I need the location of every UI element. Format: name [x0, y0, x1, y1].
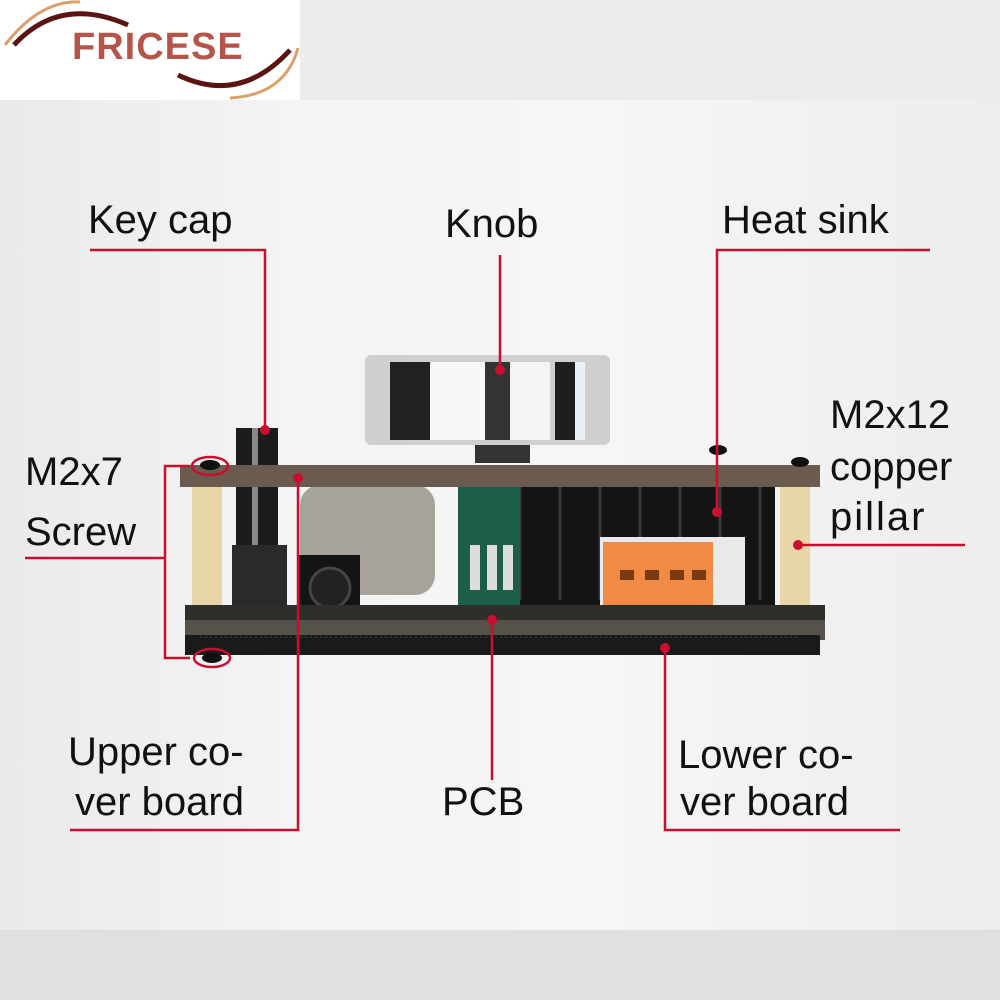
label-m2x7: M2x7	[25, 450, 123, 494]
brand-logo: FRICESE	[0, 0, 300, 100]
label-pillar: pillar	[830, 495, 927, 539]
label-knob: Knob	[445, 202, 539, 246]
switch	[232, 545, 287, 610]
label-upper-line1: Upper co-	[68, 730, 244, 774]
label-key-cap: Key cap	[88, 198, 233, 242]
label-lower-line2: ver board	[680, 780, 849, 824]
knob-shaft	[475, 445, 530, 463]
label-heat-sink: Heat sink	[722, 198, 889, 242]
label-screw: Screw	[25, 510, 137, 554]
label-pcb: PCB	[442, 780, 525, 824]
label-m2x12: M2x12	[830, 393, 951, 437]
leader-dots	[260, 365, 803, 653]
pillar-right	[780, 487, 810, 612]
logo-arcs	[3, 0, 300, 100]
screw-bottom	[202, 653, 222, 663]
leader-lines	[25, 248, 965, 832]
label-copper: copper	[830, 445, 953, 489]
logo-text: FRICESE	[72, 26, 244, 68]
upper-cover-board	[180, 465, 820, 487]
screw-top	[200, 460, 220, 470]
pillar-left	[192, 487, 222, 612]
label-upper-line2: ver board	[75, 780, 244, 824]
label-lower-line1: Lower co-	[678, 733, 854, 777]
bottom-band	[0, 930, 1000, 1000]
